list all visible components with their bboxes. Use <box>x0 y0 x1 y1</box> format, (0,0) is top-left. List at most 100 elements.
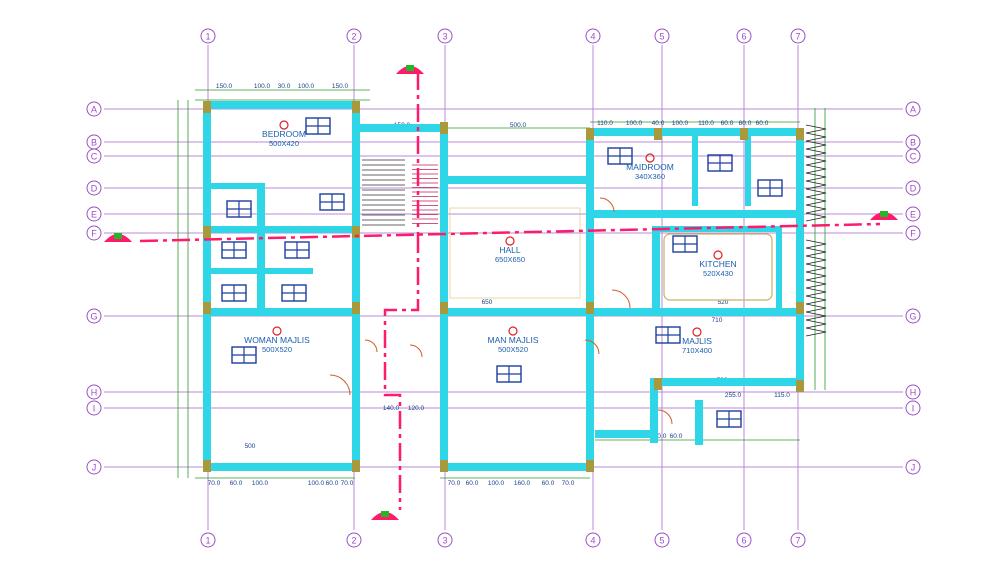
wall-segment <box>692 136 698 206</box>
stair-zigzag <box>805 132 827 142</box>
structural-column <box>203 226 211 238</box>
dimension-label: 255.0 <box>725 392 742 399</box>
grid-bubble-col <box>346 28 362 44</box>
wall-segment <box>652 226 660 310</box>
section-marker-tag <box>880 211 888 217</box>
stair-zigzag <box>805 180 827 190</box>
stair-zigzag <box>805 271 827 281</box>
grid-bubble-label: 2 <box>351 536 356 546</box>
dimension-label: 70.0 <box>448 480 461 487</box>
dimension-label: 115.0 <box>774 392 790 399</box>
grid-bubble-row <box>86 206 102 222</box>
grid-bubble-col <box>437 28 453 44</box>
room-name: MAJLIS <box>682 336 712 346</box>
dimension-label: 650 <box>482 299 493 306</box>
grid-lines <box>104 45 903 530</box>
room-name: KITCHEN <box>699 259 736 269</box>
room-size: 520X430 <box>703 269 733 278</box>
grid-bubble-label: 4 <box>590 536 595 546</box>
dimension-label: 60.0 <box>670 433 683 440</box>
room-tag-icon <box>272 326 282 336</box>
door-swing <box>657 409 673 425</box>
wall-segment <box>695 400 703 445</box>
room-size: 500X420 <box>269 139 299 148</box>
grid-bubble-label: H <box>910 388 917 398</box>
wall-segment <box>776 226 782 310</box>
section-line-horizontal <box>139 222 881 243</box>
dimension-label: 70.0 <box>208 480 221 487</box>
grid-bubble-row <box>86 400 102 416</box>
structural-column <box>586 128 594 140</box>
dimension-label: 100.0 <box>488 480 505 487</box>
wall-segment <box>652 226 782 232</box>
wall-segment <box>203 183 263 189</box>
grid-bubble-row <box>86 384 102 400</box>
dimension-label: 70.0 <box>562 480 575 487</box>
grid-bubble-label: B <box>910 138 916 148</box>
wall-segment <box>586 128 594 471</box>
grid-bubble-row <box>86 225 102 241</box>
dimension-label: 100.0 <box>252 480 269 487</box>
dimension-label: 60.0 <box>326 480 339 487</box>
grid-bubble-row <box>905 400 921 416</box>
stair-zigzag <box>805 140 827 150</box>
grid-bubble-row <box>86 101 102 117</box>
structural-column <box>203 460 211 472</box>
walls <box>203 101 804 472</box>
grid-bubble-row <box>86 308 102 324</box>
wall-segment <box>650 378 658 443</box>
wall-segment <box>352 101 360 467</box>
grid-bubble-label: 2 <box>351 32 356 42</box>
grid-bubble-row <box>905 308 921 324</box>
grid-bubble-label: H <box>91 388 98 398</box>
stair-zigzag <box>805 255 827 265</box>
stair-zigzag <box>805 204 827 214</box>
labels: BEDROOM500X420MAIDROOM340X360HALL650X650… <box>244 120 737 355</box>
stair-zigzag <box>805 279 827 289</box>
dimension-label: 70.0 <box>341 480 354 487</box>
structural-column <box>586 302 594 314</box>
structural-column <box>740 128 748 140</box>
stair-zigzag <box>805 164 827 174</box>
grid-bubble-label: 1 <box>205 536 210 546</box>
dimension-label: 140.0 <box>383 405 400 412</box>
stair-zigzag <box>805 287 827 297</box>
room-tag-icon <box>279 120 289 130</box>
grid-bubble-label: 1 <box>205 32 210 42</box>
grid-bubble-row <box>905 206 921 222</box>
stair-zigzag <box>805 319 827 329</box>
grid-bubble-label: 7 <box>795 32 800 42</box>
room-name: MAIDROOM <box>626 162 674 172</box>
grid-bubble-col <box>790 532 806 548</box>
structural-column <box>586 460 594 472</box>
section-marker-tag <box>114 233 122 239</box>
structural-column <box>203 302 211 314</box>
stair-zigzag <box>805 124 827 134</box>
grid-bubble-label: I <box>912 404 915 414</box>
stair-zigzag <box>805 156 827 166</box>
dimension-label: 110.0 <box>597 120 613 127</box>
grid-bubble-col <box>346 532 362 548</box>
room-size: 650X650 <box>495 255 525 264</box>
stair-zigzag <box>805 196 827 206</box>
grid-bubble-label: D <box>91 184 98 194</box>
wall-segment <box>590 128 804 136</box>
dimension-label: 60.0 <box>756 120 769 127</box>
door-swing <box>599 197 615 213</box>
grid-bubble-row <box>905 459 921 475</box>
grid-bubble-row <box>86 148 102 164</box>
section-marker-tag <box>381 511 389 517</box>
dimension-label: 60.0 <box>721 120 734 127</box>
room-size: 340X360 <box>635 172 665 181</box>
structural-column <box>352 460 360 472</box>
room-name: MAN MAJLIS <box>487 335 538 345</box>
grid-bubble-label: F <box>91 229 97 239</box>
grid-bubble-label: B <box>91 138 97 148</box>
dimension-label: 60.0 <box>739 120 752 127</box>
grid-bubble-label: C <box>91 152 98 162</box>
wall-segment <box>440 463 590 471</box>
dimension-label: 100.0 <box>672 120 689 127</box>
wall-segment <box>257 183 265 313</box>
grid-bubble-label: 6 <box>741 32 746 42</box>
